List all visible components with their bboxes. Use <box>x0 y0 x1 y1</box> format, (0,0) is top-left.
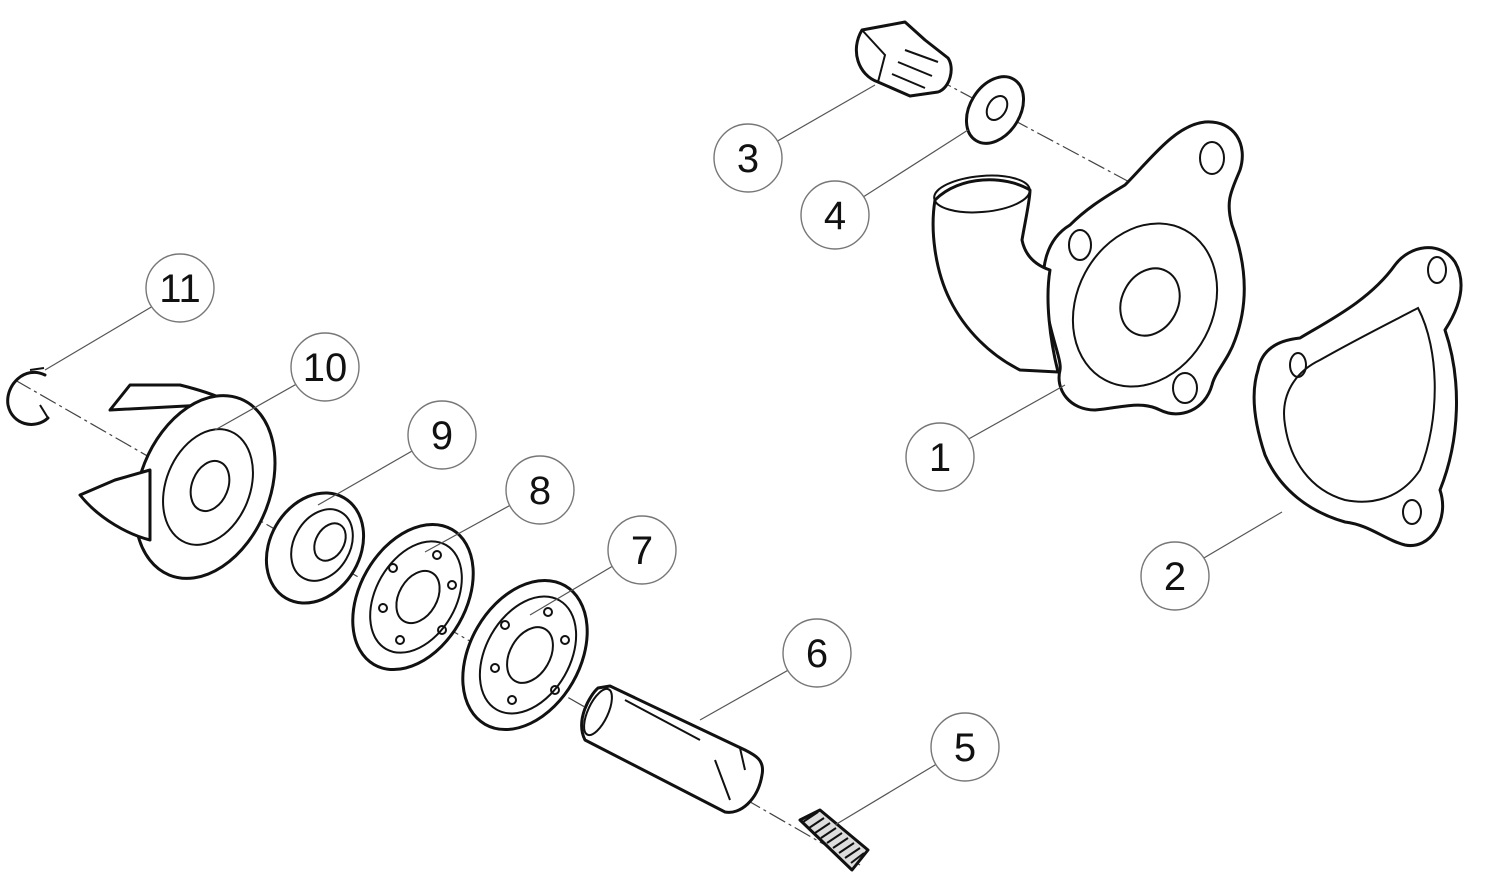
part-spring <box>798 808 870 872</box>
callout-label-6: 6 <box>806 632 828 676</box>
callout-9: 9 <box>407 400 477 470</box>
callout-label-4: 4 <box>824 194 846 238</box>
callout-11: 11 <box>145 253 215 323</box>
callout-label-1: 1 <box>929 436 951 480</box>
callout-label-7: 7 <box>631 529 653 573</box>
part-gasket <box>1252 246 1463 547</box>
callout-5: 5 <box>930 712 1000 782</box>
part-bearing-7 <box>461 578 589 732</box>
callout-label-5: 5 <box>954 726 976 770</box>
callout-10: 10 <box>290 332 360 402</box>
callout-label-11: 11 <box>159 267 201 311</box>
part-bolt <box>854 20 953 98</box>
callout-2: 2 <box>1140 541 1210 611</box>
assembly-axis-bolt <box>934 77 1136 186</box>
part-impeller <box>78 383 277 580</box>
callout-label-8: 8 <box>529 469 551 513</box>
part-shaft <box>580 684 765 814</box>
callout-6: 6 <box>782 618 852 688</box>
callout-1: 1 <box>905 422 975 492</box>
callout-label-2: 2 <box>1164 555 1186 599</box>
part-circlip <box>6 367 50 426</box>
callout-label-9: 9 <box>431 414 453 458</box>
callout-4: 4 <box>800 180 870 250</box>
part-seal <box>264 491 366 605</box>
callout-3: 3 <box>713 123 783 193</box>
callout-label-10: 10 <box>303 346 348 390</box>
part-washer <box>964 75 1026 145</box>
part-pump-cover <box>931 120 1246 416</box>
part-bearing-8 <box>351 522 475 672</box>
callout-label-3: 3 <box>737 137 759 181</box>
callout-8: 8 <box>505 455 575 525</box>
callout-7: 7 <box>607 515 677 585</box>
